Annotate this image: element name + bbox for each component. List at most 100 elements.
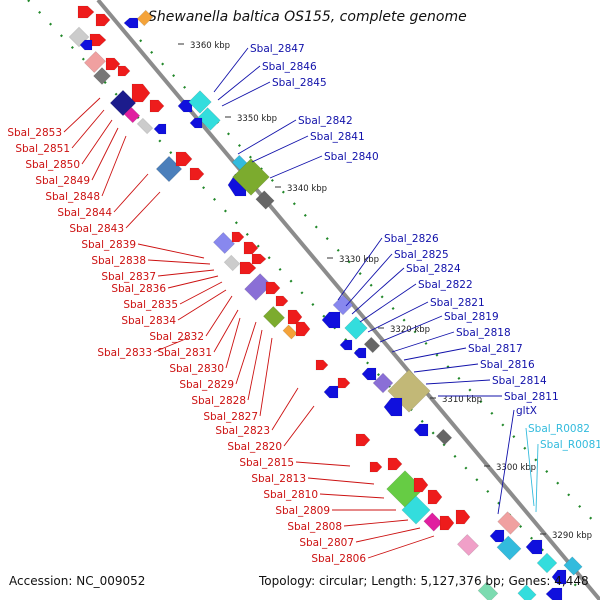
left-gene-label: Sbal_2850 bbox=[25, 159, 80, 171]
left-leader-line bbox=[319, 493, 385, 499]
gene-feature bbox=[275, 295, 289, 307]
left-gene-label: Sbal_2843 bbox=[69, 223, 124, 235]
right-leader-line bbox=[535, 443, 539, 513]
left-gene-label: Sbal_2839 bbox=[81, 239, 136, 251]
scale-kbp-label: 3360 kbp bbox=[190, 41, 230, 51]
gene-feature bbox=[189, 167, 205, 181]
gene-feature bbox=[262, 305, 286, 329]
left-leader-line bbox=[355, 527, 421, 543]
right-gene-label: Sbal_2847 bbox=[250, 43, 305, 55]
right-leader-line bbox=[213, 47, 249, 93]
left-leader-line bbox=[71, 109, 105, 149]
gene-feature bbox=[175, 151, 193, 167]
topology-label: Topology: circular; Length: 5,127,376 bp… bbox=[259, 574, 589, 588]
gene-feature bbox=[89, 33, 107, 47]
right-leader-line bbox=[251, 135, 309, 163]
left-gene-label: Sbal_2834 bbox=[121, 315, 176, 327]
left-gene-label: Sbal_2836 bbox=[111, 283, 166, 295]
right-gene-label: Sbal_2816 bbox=[480, 359, 535, 371]
gene-feature bbox=[315, 359, 329, 371]
gene-feature bbox=[131, 83, 151, 103]
gene-feature bbox=[231, 231, 245, 243]
gene-feature bbox=[295, 321, 311, 337]
left-gene-label: Sbal_2829 bbox=[179, 379, 234, 391]
gene-feature bbox=[525, 539, 543, 555]
scale-kbp-label: 3350 kbp bbox=[237, 114, 277, 124]
right-leader-line bbox=[359, 283, 417, 323]
genome-backbone bbox=[96, 0, 600, 600]
gene-feature bbox=[401, 495, 431, 525]
left-leader-line bbox=[367, 535, 435, 559]
left-leader-line bbox=[295, 461, 351, 467]
gene-feature bbox=[545, 587, 563, 600]
right-gene-label: Sbal_2845 bbox=[272, 77, 327, 89]
gene-feature bbox=[339, 339, 353, 351]
left-gene-label: Sbal_2853 bbox=[7, 127, 62, 139]
left-leader-line bbox=[153, 337, 189, 353]
gene-feature bbox=[435, 428, 453, 446]
left-leader-line bbox=[205, 295, 233, 337]
left-gene-labels: Sbal_2853Sbal_2851Sbal_2850Sbal_2849Sbal… bbox=[7, 97, 435, 565]
left-gene-label: Sbal_2835 bbox=[123, 299, 178, 311]
gene-feature bbox=[489, 529, 505, 543]
left-gene-label: Sbal_2815 bbox=[239, 457, 294, 469]
left-leader-line bbox=[343, 519, 409, 527]
right-gene-label: Sbal_2846 bbox=[262, 61, 317, 73]
left-gene-label: Sbal_2849 bbox=[35, 175, 90, 187]
gene-feature bbox=[77, 5, 95, 19]
gene-feature bbox=[123, 17, 139, 29]
gene-feature bbox=[353, 347, 367, 359]
gene-feature bbox=[188, 90, 212, 114]
gene-feature bbox=[255, 190, 275, 210]
scale-kbp-label: 3300 kbp bbox=[496, 463, 536, 473]
gene-feature bbox=[369, 461, 383, 473]
left-gene-label: Sbal_2806 bbox=[311, 553, 366, 565]
gene-feature bbox=[223, 254, 241, 272]
left-leader-line bbox=[259, 337, 273, 417]
left-gene-label: Sbal_2828 bbox=[191, 395, 246, 407]
right-gene-label: Sbal_R0082 bbox=[528, 423, 590, 435]
left-leader-line bbox=[147, 259, 211, 265]
gene-feature bbox=[282, 324, 298, 340]
left-leader-line bbox=[167, 275, 219, 289]
gene-feature bbox=[189, 117, 203, 129]
left-gene-label: Sbal_2832 bbox=[149, 331, 204, 343]
scale-kbp-label: 3340 kbp bbox=[287, 184, 327, 194]
gene-feature bbox=[439, 515, 455, 531]
right-gene-label: Sbal_2840 bbox=[324, 151, 379, 163]
right-leader-line bbox=[497, 409, 515, 515]
gene-feature bbox=[95, 13, 111, 27]
gene-feature bbox=[243, 241, 259, 255]
left-gene-label: Sbal_2838 bbox=[91, 255, 146, 267]
right-gene-label: gltX bbox=[516, 405, 537, 417]
gene-feature bbox=[321, 311, 341, 329]
scale-kbp-label: 3330 kbp bbox=[339, 255, 379, 265]
right-leader-line bbox=[425, 379, 491, 385]
gene-feature bbox=[287, 309, 303, 325]
right-gene-label: Sbal_2825 bbox=[394, 249, 449, 261]
right-leader-line bbox=[413, 363, 479, 373]
right-leader-line bbox=[217, 65, 261, 101]
gene-feature bbox=[477, 581, 499, 600]
gene-feature bbox=[232, 158, 270, 196]
gene-feature bbox=[383, 397, 403, 417]
gene-feature bbox=[123, 106, 141, 124]
gene-feature bbox=[344, 316, 368, 340]
gene-feature bbox=[355, 433, 371, 447]
right-gene-label: Sbal_2821 bbox=[430, 297, 485, 309]
left-leader-line bbox=[283, 405, 315, 447]
left-leader-line bbox=[177, 289, 227, 321]
gene-feature bbox=[212, 231, 236, 255]
left-leader-line bbox=[247, 329, 263, 401]
gene-feature bbox=[551, 569, 567, 585]
accession-label: Accession: NC_009052 bbox=[9, 574, 146, 588]
right-leader-line bbox=[379, 315, 443, 343]
gene-feature bbox=[136, 9, 154, 27]
left-leader-line bbox=[179, 281, 223, 305]
right-gene-label: Sbal_2817 bbox=[468, 343, 523, 355]
right-leader-line bbox=[269, 155, 323, 179]
gene-feature bbox=[413, 477, 429, 493]
left-gene-label: Sbal_2851 bbox=[15, 143, 70, 155]
right-leader-line bbox=[221, 81, 271, 107]
